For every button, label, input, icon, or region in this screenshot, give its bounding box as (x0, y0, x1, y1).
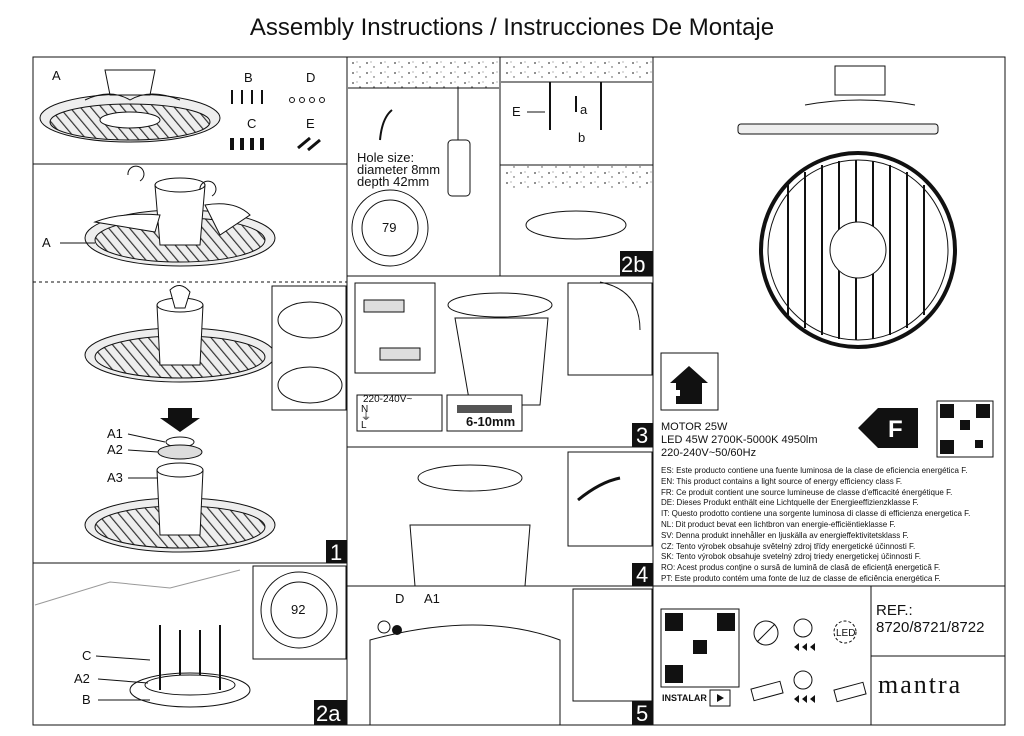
label-a: A (52, 68, 61, 83)
ref-label: REF.: (876, 602, 913, 619)
drill-panel: 79 Hole size: diameter 8mm depth 42mm (348, 58, 499, 267)
installer-icon-2 (793, 670, 815, 703)
label-a1-5: A1 (424, 591, 440, 606)
label-b-2a: B (82, 692, 91, 707)
indoor-use-icon (660, 352, 719, 411)
qr-code-icon (936, 400, 994, 458)
label-c-2a: C (82, 648, 91, 663)
energy-line-sv: SV: Denna produkt innehåller en ljuskäll… (661, 530, 909, 540)
energy-line-pt: PT: Este produto contém uma fonte de luz… (661, 573, 941, 583)
led-icon-label: LED (836, 628, 855, 639)
hole-size-line2: diameter 8mm (357, 162, 440, 177)
install-label: INSTALAR (662, 693, 707, 703)
product-specs: MOTOR 25W LED 45W 2700K-5000K 4950lm 220… (661, 421, 1005, 460)
dimension-79: 79 (382, 220, 396, 235)
wire-earth: ⏚ (361, 411, 371, 423)
energy-class-badge: F (858, 408, 918, 448)
energy-line-en: EN: This product contains a light source… (661, 476, 903, 486)
driver-icon (750, 680, 784, 702)
step5-panel: D A1 5 (369, 588, 653, 726)
label-d-5: D (395, 591, 404, 606)
label-a1: A1 (107, 426, 123, 441)
label-c: C (247, 116, 256, 131)
ref-codes: 8720/8721/8722 (876, 619, 985, 636)
step2a-panel: 92 C A2 B 2a (34, 565, 347, 726)
step4-panel: 4 (409, 451, 653, 587)
led-icon: LED (833, 620, 857, 644)
spec-power: 220-240V~50/60Hz (661, 447, 757, 459)
spec-motor: MOTOR 25W (661, 421, 728, 433)
energy-line-es: ES: Este producto contiene una fuente lu… (661, 466, 968, 475)
step-2b-badge: 2b (621, 252, 645, 277)
label-e: E (306, 116, 315, 131)
energy-line-nl: NL: Dit product bevat een lichtbron van … (661, 519, 896, 529)
step-5-badge: 5 (636, 701, 648, 726)
energy-line-de: DE: Dieses Produkt enthält eine Lichtque… (661, 498, 919, 508)
step-1-badge: 1 (330, 540, 342, 565)
strip-length: 6-10mm (466, 414, 515, 429)
energy-class-letter: F (888, 416, 903, 443)
hole-size-line3: depth 42mm (357, 174, 429, 189)
reference-block: REF.: 8720/8721/8722 (876, 602, 984, 636)
energy-statements: ES: Este producto contiene una fuente lu… (661, 466, 1005, 585)
brand-logo: mantra (878, 670, 963, 699)
spec-led: LED 45W 2700K-5000K 4950lm (661, 434, 818, 446)
step-3-badge: 3 (636, 423, 648, 448)
step3-panel: 220-240V~ N ⏚ L 6-10mm 3 (354, 281, 653, 448)
voltage-tag: 220-240V~ (363, 394, 412, 405)
video-icon (709, 689, 731, 707)
parts-panel: A B D C E (39, 68, 325, 152)
page-title: Assembly Instructions / Instrucciones De… (249, 14, 775, 41)
label-e-2b: E (512, 104, 521, 119)
label-b-lower: b (578, 130, 585, 145)
wire-n: N (361, 404, 368, 415)
install-qr-icon (660, 608, 740, 688)
step2b-panel: a b E 2b (501, 58, 653, 277)
energy-line-sk: SK: Tento výrobok obsahuje svetelný zdro… (661, 552, 921, 562)
label-a3: A3 (107, 470, 123, 485)
step-4-badge: 4 (636, 562, 648, 587)
washers-d (289, 97, 325, 103)
label-a-step: A (42, 235, 51, 250)
energy-line-fr: FR: Ce produit contient une source lumin… (661, 487, 953, 497)
panel-grid (32, 56, 1006, 726)
no-dimmer-icon (753, 620, 779, 646)
label-d: D (306, 70, 315, 85)
screws-b (231, 90, 263, 104)
energy-line-it: IT: Questo prodotto contiene una sorgent… (661, 509, 971, 519)
screws-c (230, 138, 264, 150)
step1-panel: A1 A2 A3 1 (84, 285, 347, 565)
anchors-e (297, 136, 321, 152)
energy-line-ro: RO: Acest produs conține o sursă de lumi… (661, 563, 941, 573)
installer-icon (793, 618, 815, 651)
rotate-panel: A (42, 165, 276, 267)
dimension-92: 92 (291, 602, 305, 617)
product-views (737, 65, 957, 349)
wire-l: L (361, 420, 367, 431)
label-a-lower: a (580, 102, 588, 117)
label-a2: A2 (107, 442, 123, 457)
label-b: B (244, 70, 253, 85)
hole-size-line1: Hole size: (357, 150, 414, 165)
led-driver-icon (833, 681, 867, 703)
step-2a-badge: 2a (316, 701, 341, 726)
label-a2-2a: A2 (74, 671, 90, 686)
energy-line-cz: CZ: Tento výrobek obsahuje světelný zdro… (661, 541, 916, 551)
